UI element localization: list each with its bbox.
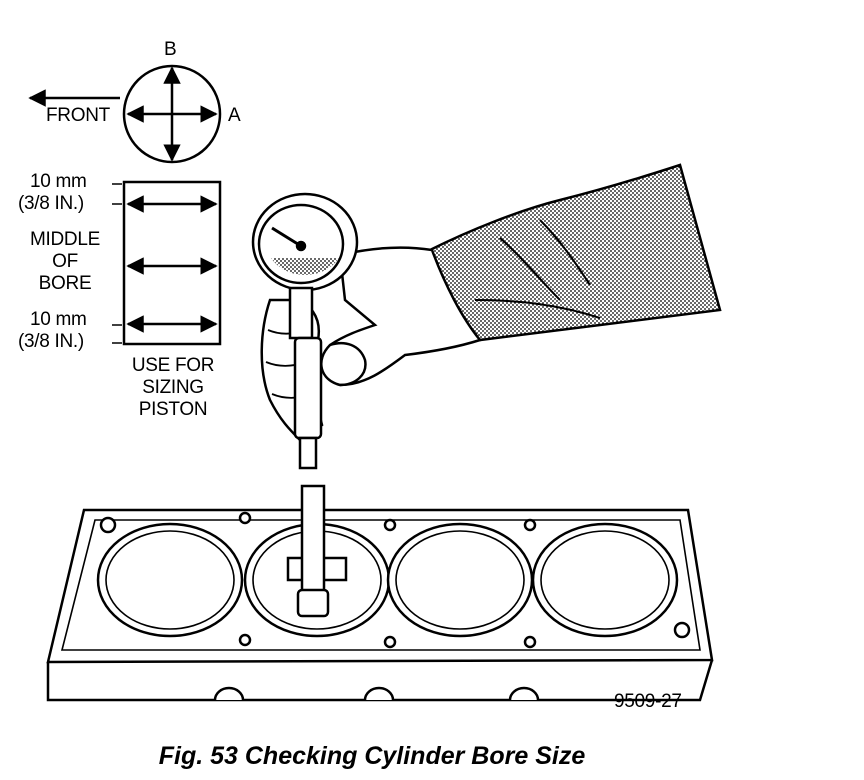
bore-circle-top-view xyxy=(122,64,222,164)
note-line2: SIZING xyxy=(142,377,204,398)
middle-label-line3: BORE xyxy=(38,273,92,294)
dial-bore-gauge xyxy=(251,192,359,470)
top-measure-in: (3/8 IN.) xyxy=(18,193,84,214)
axis-b-label: B xyxy=(164,39,177,60)
figure-code: 9509-27 xyxy=(614,691,682,712)
engine-block-illustration xyxy=(46,508,714,702)
note-line1: USE FOR xyxy=(131,355,215,376)
cylinder-bore-1 xyxy=(96,522,244,638)
dowel-pin xyxy=(99,516,117,534)
bore-gauge-in-cylinder xyxy=(286,484,348,618)
bottom-measure-mm: 10 mm xyxy=(30,309,87,330)
gauge-needle xyxy=(271,226,302,248)
bottom-measure-in: (3/8 IN.) xyxy=(18,331,84,352)
gauge-anvil xyxy=(296,588,330,618)
middle-label-line1: MIDDLE xyxy=(30,229,100,250)
orientation-diagram xyxy=(28,64,222,164)
axis-a-label: A xyxy=(228,105,241,126)
arm-illustration xyxy=(428,163,722,342)
gauge-probe-tip xyxy=(298,436,318,470)
bore-measure-diagram xyxy=(112,180,222,346)
dowel-pin xyxy=(673,621,691,639)
top-measure-mm: 10 mm xyxy=(30,171,87,192)
cylinder-bore-3 xyxy=(386,522,534,638)
gauge-handle xyxy=(293,336,323,440)
bore-section-box xyxy=(122,180,222,346)
middle-label-line2: OF xyxy=(52,251,78,272)
cylinder-bore-4 xyxy=(531,522,679,638)
figure-caption: Fig. 53 Checking Cylinder Bore Size xyxy=(158,742,586,770)
gauge-stem-upper xyxy=(288,286,314,340)
front-label: FRONT xyxy=(46,105,110,126)
note-line3: PISTON xyxy=(138,399,208,420)
